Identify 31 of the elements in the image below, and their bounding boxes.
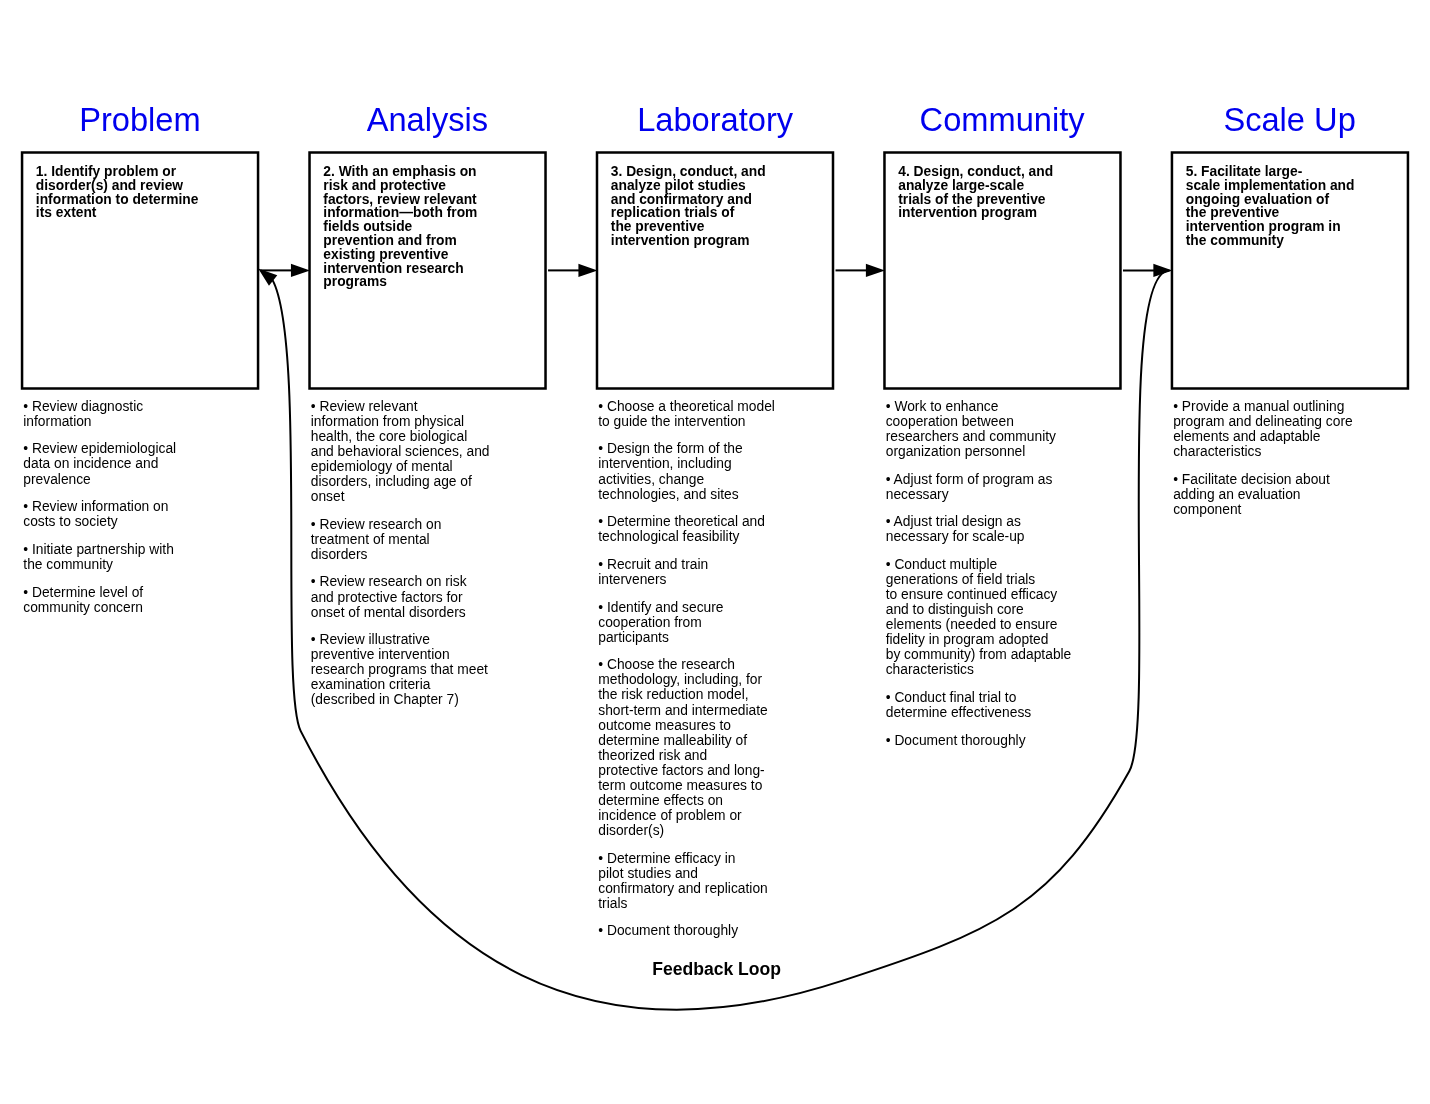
node-label: • Review epidemiological data on incidence and prevalence [23, 441, 177, 487]
node-label: Problem [79, 100, 201, 138]
node-label: • Document thoroughly [598, 923, 739, 939]
node-label: • Provide a manual outlining program and delineating core elements and adaptable characteristics [1173, 398, 1353, 459]
node-label: • Review diagnostic information [23, 398, 144, 429]
node-label: • Identify and secure cooperation from participants [598, 599, 724, 645]
node-label: • Review illustrative preventive intervention research programs that meet examination criteria (described in Chapter 7) [310, 632, 488, 708]
node-label: • Conduct multiple generations of field trials to ensure continued efficacy and to distinguish core elements (needed to ensure fidelity in program adopted by community) from adaptable characteristics [885, 556, 1072, 678]
node-label: • Review information on costs to society [23, 499, 169, 530]
node-label: • Review research on treatment of mental disorders [310, 516, 442, 562]
node-label: Scale Up [1223, 100, 1356, 138]
node-label: • Choose a theoretical model to guide the intervention [598, 398, 775, 429]
node-label: Laboratory [637, 100, 794, 138]
node-label: • Choose the research methodology, including, for the risk reduction model, short-term and intermediate outcome measures to determine malleability of theorized risk and protective factors and long-term outcome measures to determine effects on incidence of problem or disorder(s) [598, 657, 768, 839]
node-label: Community [919, 100, 1085, 138]
node-label: • Review relevant information from physical health, the core biological and behavioral sciences, and epidemiology of mental disorders, including age of onset [310, 398, 490, 505]
edge-label: Feedback Loop [652, 958, 782, 979]
node-label: • Determine level of community concern [23, 584, 144, 615]
node-label: • Determine efficacy in pilot studies and confirmatory and replication trials [598, 850, 768, 911]
node-label: • Recruit and train interveners [598, 556, 709, 587]
node-label: • Adjust trial design as necessary for scale-up [885, 514, 1025, 545]
node-label: • Review research on risk and protective factors for onset of mental disorders [310, 574, 467, 620]
node-label: • Facilitate decision about adding an evaluation component [1173, 471, 1330, 517]
node-label: • Conduct final trial to determine effectiveness [885, 689, 1032, 721]
node-label: • Work to enhance cooperation between researchers and community organization personnel [885, 398, 1056, 459]
node-label: • Design the form of the intervention, including activities, change technologies, and sites [598, 441, 743, 502]
node-label: Analysis [366, 100, 489, 138]
node-label: • Determine theoretical and technological feasibility [598, 514, 765, 545]
node-label: • Adjust form of program as necessary [885, 471, 1053, 502]
node-label: • Document thoroughly [885, 732, 1026, 748]
node-label: • Initiate partnership with the community [23, 541, 174, 572]
